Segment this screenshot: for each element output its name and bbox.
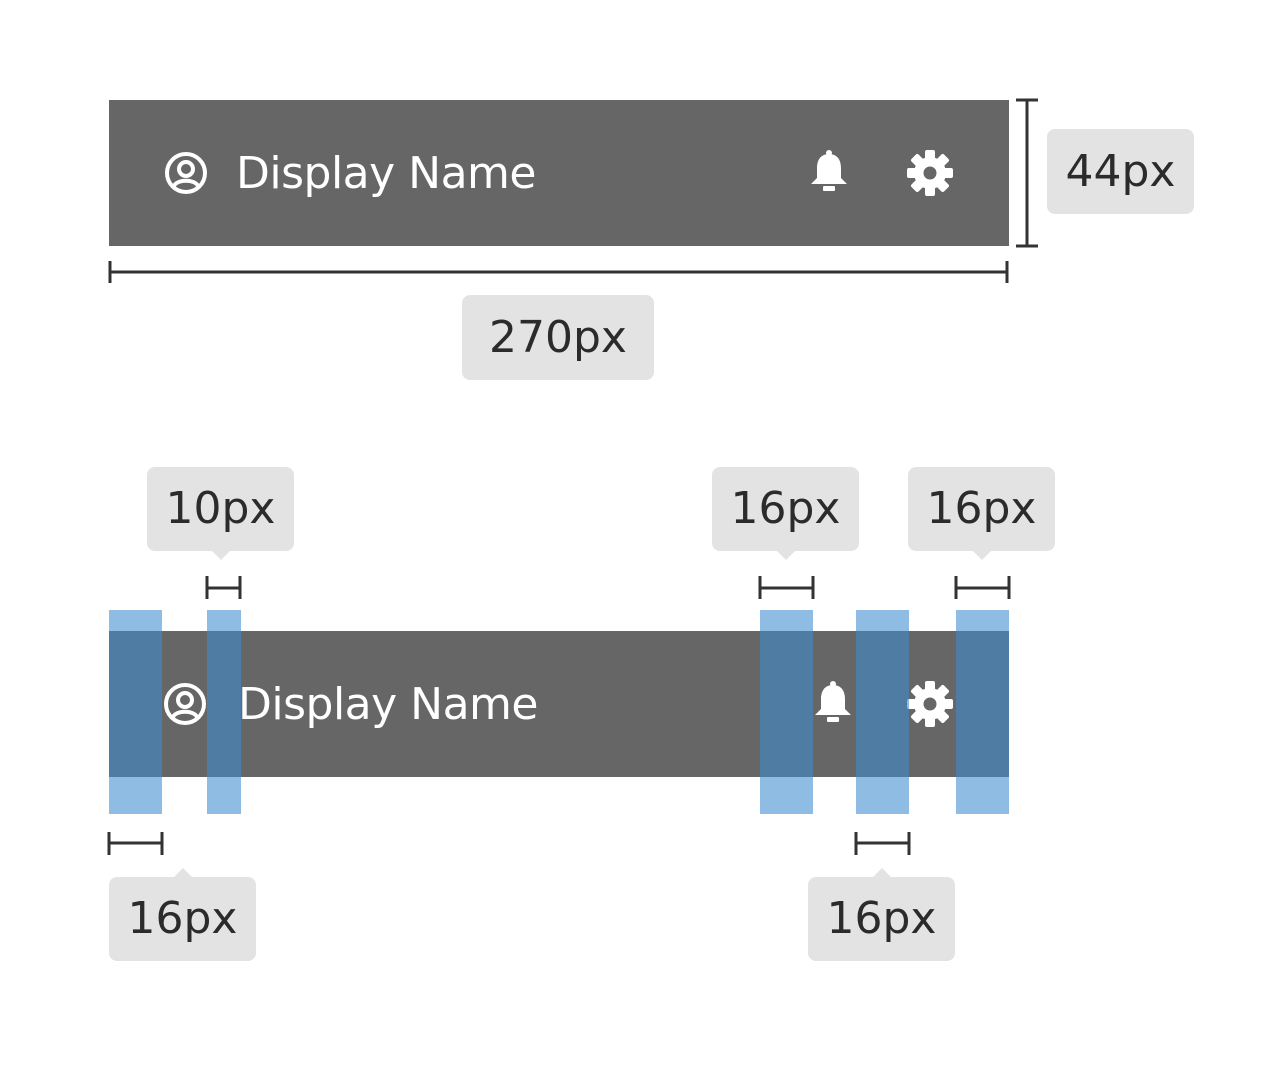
icon-gap-overlay xyxy=(207,610,241,814)
left-padding-label: 16px xyxy=(109,868,256,961)
icon-gap-label: 10px xyxy=(147,467,294,560)
display-name-text: Display Name xyxy=(236,148,536,199)
icon-spacing-label: 16px xyxy=(808,868,955,961)
right-padding-overlay xyxy=(956,610,1009,814)
height-label: 44px xyxy=(1047,129,1194,214)
bell-icon xyxy=(809,679,857,727)
left-padding-overlay xyxy=(109,610,162,814)
bell-icon xyxy=(805,148,853,196)
bell-padding-overlay xyxy=(760,610,813,814)
right-padding-label: 16px xyxy=(908,467,1055,560)
gear-icon xyxy=(906,680,954,728)
bell-padding-label: 16px xyxy=(712,467,859,560)
header-bar-preview: Display Name xyxy=(109,100,1009,246)
gear-icon xyxy=(906,149,954,197)
width-label: 270px xyxy=(462,295,654,380)
display-name-text: Display Name xyxy=(238,679,538,730)
user-circle-icon xyxy=(161,680,209,728)
user-circle-icon xyxy=(162,149,210,197)
icon-spacing-overlay xyxy=(856,610,909,814)
